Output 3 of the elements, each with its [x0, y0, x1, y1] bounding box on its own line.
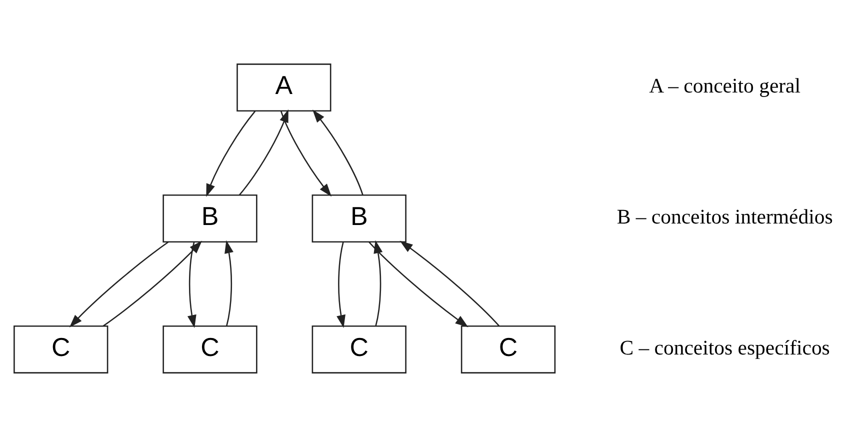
- label: C – conceitos específicos: [620, 337, 830, 360]
- label: B – conceitos intermédios: [616, 206, 833, 228]
- label: A – conceito geral: [649, 75, 801, 98]
